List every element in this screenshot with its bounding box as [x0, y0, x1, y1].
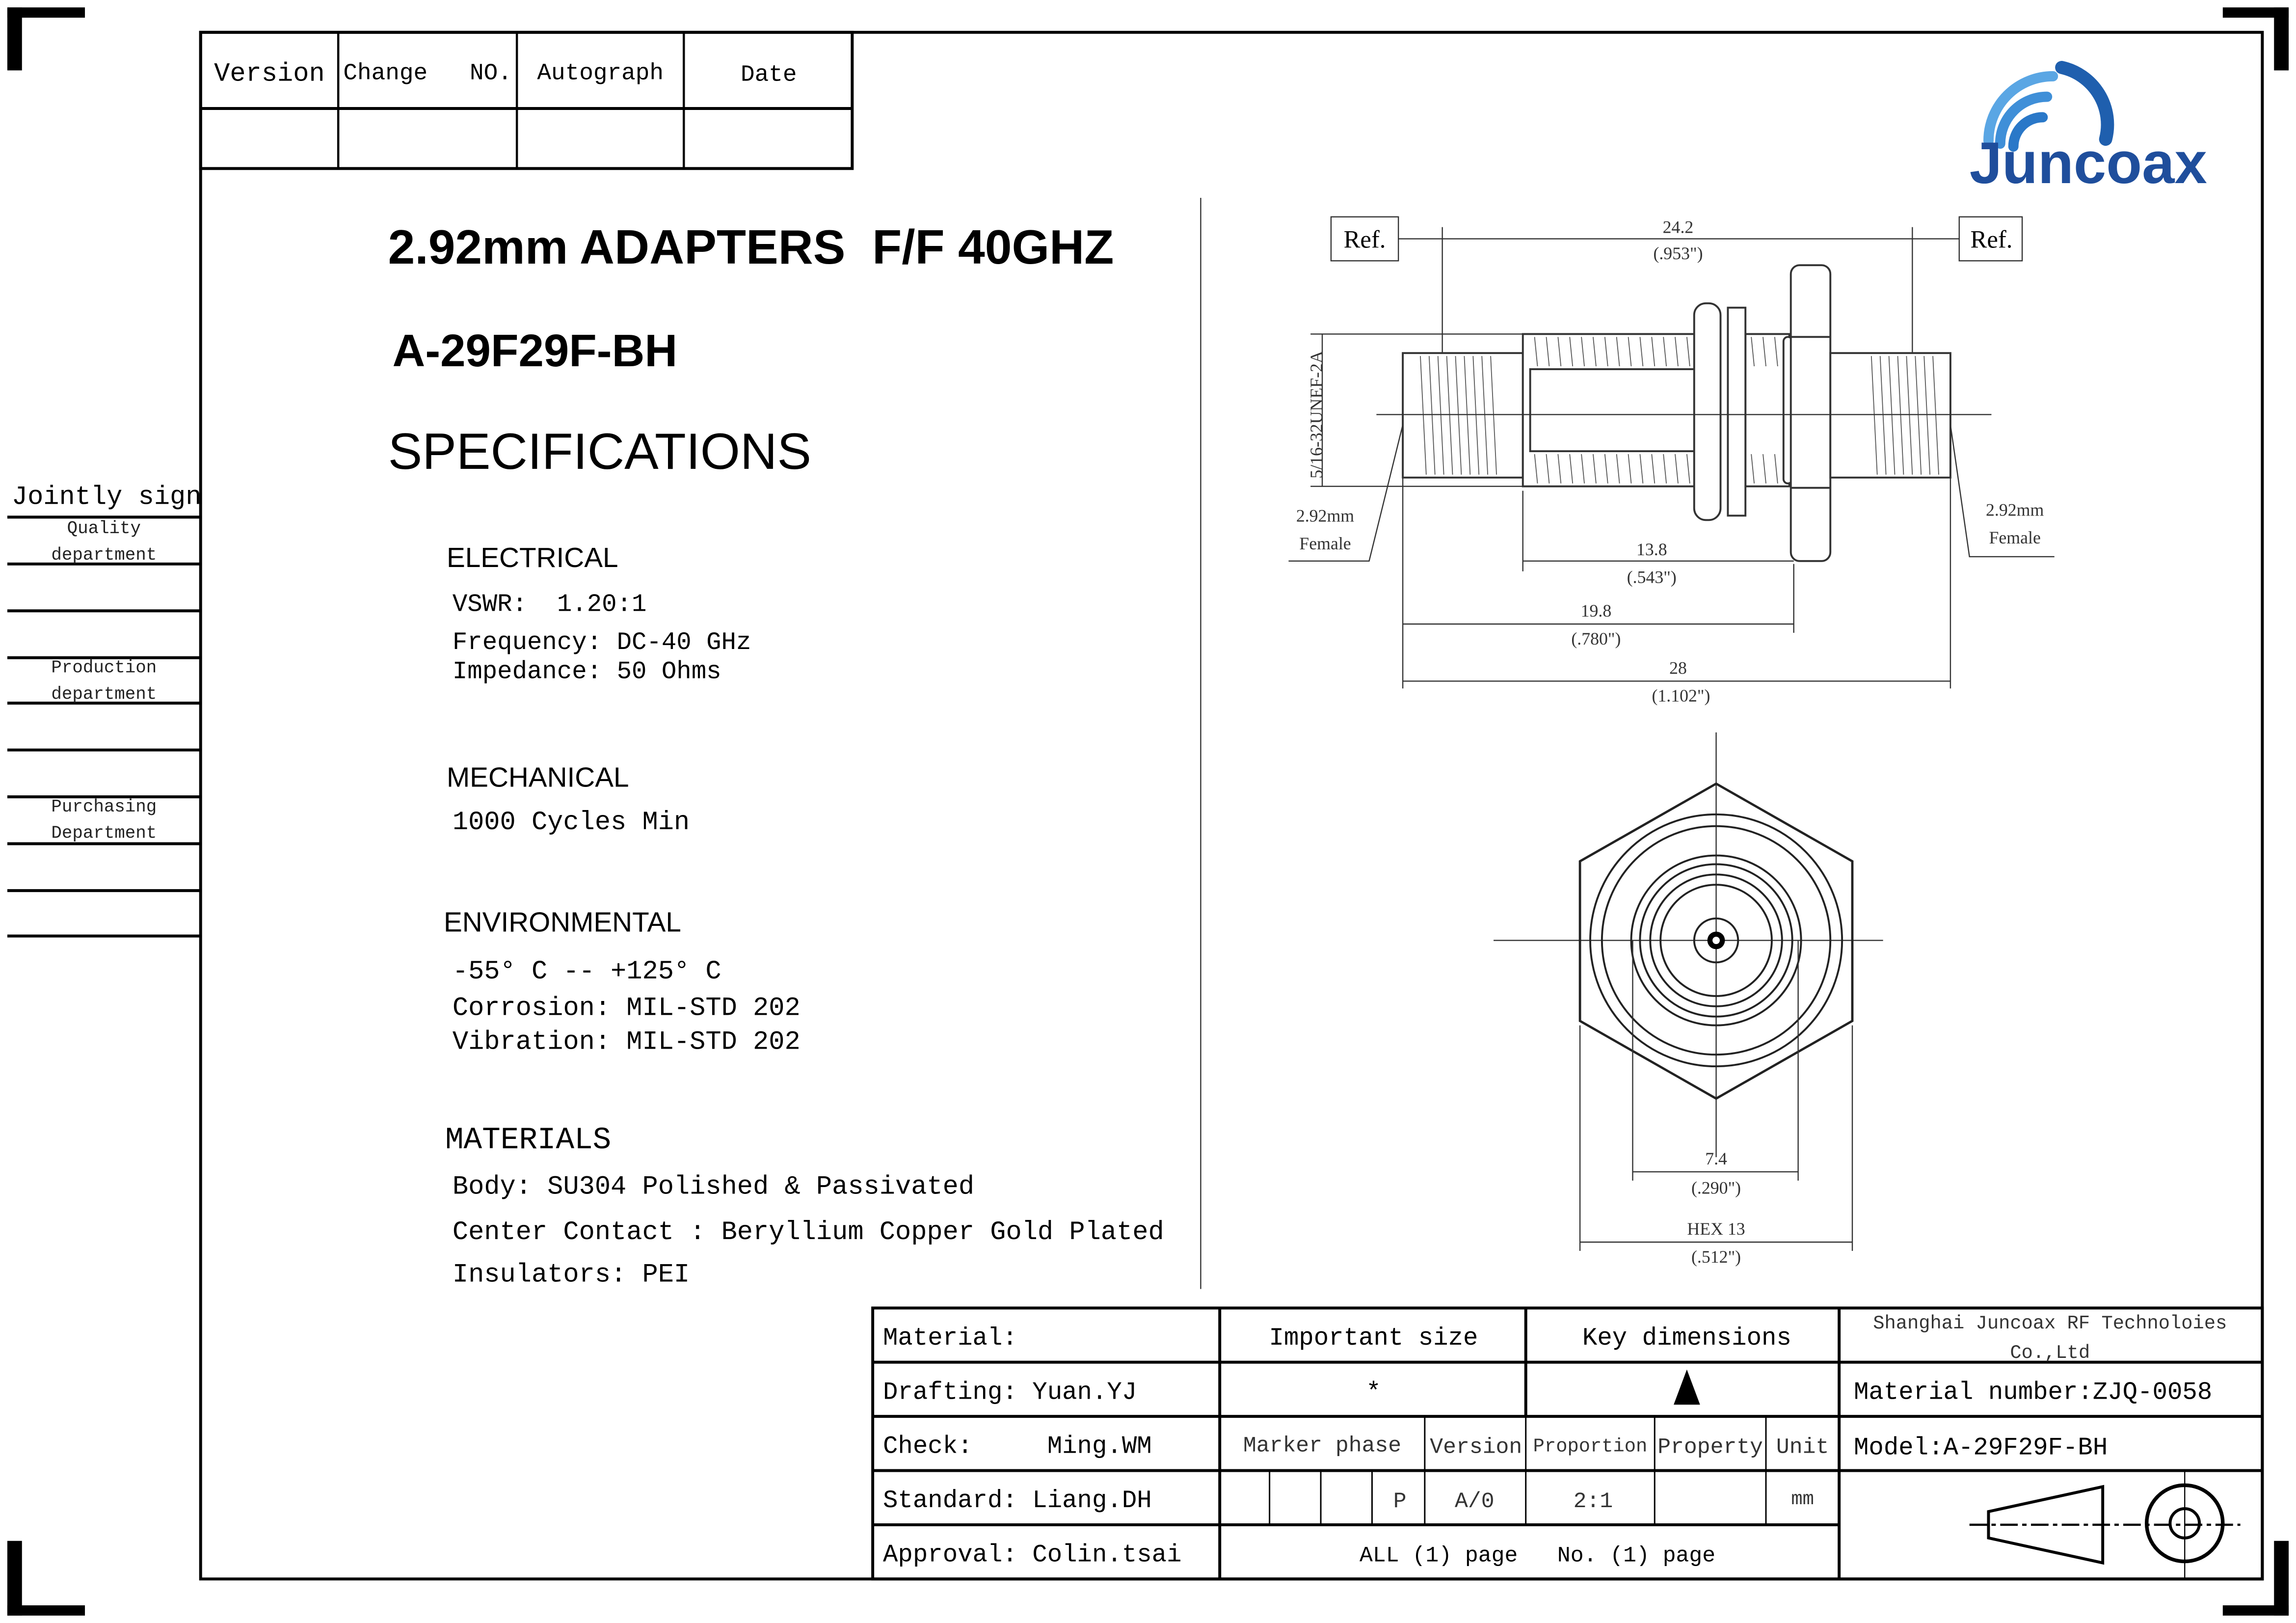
model-field: Model:A-29F29F-BH — [1854, 1434, 2108, 1462]
environmental-heading: ENVIRONMENTAL — [444, 907, 681, 938]
company-name: Shanghai Juncoax RF Technoloies — [1873, 1313, 2227, 1334]
material-number: Material number:ZJQ-0058 — [1854, 1379, 2212, 1407]
important-size-symbol: * — [1366, 1379, 1381, 1407]
check-field: Check: Ming.WM — [883, 1433, 1152, 1461]
proportion-label: Proportion — [1533, 1436, 1648, 1458]
revision-header-date: Date — [741, 61, 797, 88]
logo-text: Juncoax — [1970, 131, 2207, 196]
dim-19-8-inch: (.780") — [1571, 629, 1621, 649]
left-connector-size: 2.92mm — [1296, 506, 1354, 525]
frequency-spec: Frequency: DC-40 GHz — [453, 629, 751, 657]
version-value: A/0 — [1455, 1489, 1495, 1514]
dim-hex-13: HEX 13 — [1687, 1219, 1745, 1239]
key-dimension-triangle-icon — [1674, 1369, 1700, 1405]
ref-label-left: Ref. — [1344, 225, 1386, 253]
purchasing-department-label: Purchasing — [51, 797, 157, 817]
center-contact-material: Center Contact : Beryllium Copper Gold P… — [453, 1217, 1164, 1247]
mechanical-heading: MECHANICAL — [447, 762, 629, 793]
corner-marks — [7, 7, 2289, 1616]
unit-label: Unit — [1776, 1435, 1829, 1460]
right-connector-size: 2.92mm — [1986, 500, 2044, 519]
cycles-spec: 1000 Cycles Min — [453, 808, 690, 838]
front-view-drawing: 7.4 (.290") HEX 13 (.512") — [1494, 732, 1883, 1267]
production-department-label-2: department — [51, 684, 157, 704]
left-connector-gender: Female — [1299, 534, 1351, 553]
product-model: A-29F29F-BH — [393, 325, 678, 376]
dim-7-4-inch: (.290") — [1691, 1178, 1741, 1198]
company-suffix: Co.,Ltd — [2010, 1342, 2090, 1364]
unit-value: mm — [1791, 1488, 1814, 1510]
standard-field: Standard: Liang.DH — [883, 1487, 1152, 1515]
projection-symbol-icon — [1969, 1472, 2241, 1579]
property-label: Property — [1657, 1435, 1763, 1460]
dim-24-2-inch: (.953") — [1653, 243, 1703, 263]
revision-header-version: Version — [214, 59, 325, 89]
dim-hex-13-inch: (.512") — [1691, 1247, 1741, 1267]
proportion-value: 2:1 — [1574, 1489, 1613, 1514]
version-label: Version — [1430, 1435, 1522, 1460]
jointly-sign-panel: Jointly sign Quality department Producti… — [7, 482, 202, 938]
vswr-spec: VSWR: 1.20:1 — [453, 591, 647, 619]
juncoax-logo: Juncoax — [1970, 60, 2207, 196]
ref-label-right: Ref. — [1971, 225, 2013, 253]
corrosion-spec: Corrosion: MIL-STD 202 — [453, 994, 801, 1024]
page-count: ALL (1) page No. (1) page — [1360, 1544, 1715, 1569]
jointly-sign-title: Jointly sign — [12, 482, 202, 512]
specifications-heading: SPECIFICATIONS — [388, 423, 811, 480]
dim-7-4: 7.4 — [1705, 1149, 1727, 1168]
dim-28: 28 — [1669, 658, 1687, 678]
quality-department-label-2: department — [51, 545, 157, 565]
title-block: Material: Important size Key dimensions … — [871, 1306, 2264, 1581]
important-size-label: Important size — [1269, 1325, 1478, 1352]
vibration-spec: Vibration: MIL-STD 202 — [453, 1027, 801, 1057]
dim-28-inch: (1.102") — [1652, 686, 1710, 705]
electrical-heading: ELECTRICAL — [447, 542, 618, 573]
body-material: Body: SU304 Polished & Passivated — [453, 1172, 974, 1202]
material-field: Material: — [883, 1325, 1017, 1352]
thread-spec-label: 5/16-32UNEF-2A — [1307, 351, 1326, 479]
impedance-spec: Impedance: 50 Ohms — [453, 658, 721, 686]
phase-value: P — [1393, 1489, 1407, 1514]
revision-header-autograph: Autograph — [537, 60, 664, 86]
right-connector-gender: Female — [1989, 528, 2040, 547]
insulator-material: Insulators: PEI — [453, 1260, 690, 1290]
product-title: 2.92mm ADAPTERS F/F 40GHZ — [388, 220, 1114, 274]
dim-13-8: 13.8 — [1636, 540, 1667, 559]
key-dimensions-label: Key dimensions — [1582, 1325, 1791, 1352]
specifications: 2.92mm ADAPTERS F/F 40GHZ A-29F29F-BH SP… — [388, 220, 1164, 1290]
revision-header-change-no: Change NO. — [343, 60, 512, 86]
revision-table: Version Change NO. Autograph Date — [199, 30, 854, 170]
dim-24-2: 24.2 — [1663, 217, 1694, 237]
dim-19-8: 19.8 — [1581, 601, 1612, 621]
temperature-spec: -55° C -- +125° C — [453, 957, 721, 987]
approval-field: Approval: Colin.tsai — [883, 1542, 1182, 1569]
production-department-label: Production — [51, 658, 157, 678]
materials-heading: MATERIALS — [445, 1123, 611, 1158]
dim-13-8-inch: (.543") — [1627, 568, 1677, 587]
side-view-drawing: Ref. Ref. 24.2 (.953") — [1288, 216, 2055, 705]
marker-phase-label: Marker phase — [1243, 1434, 1401, 1459]
quality-department-label: Quality — [67, 518, 141, 539]
drafting-field: Drafting: Yuan.YJ — [883, 1379, 1137, 1407]
purchasing-department-label-2: Department — [51, 823, 157, 843]
